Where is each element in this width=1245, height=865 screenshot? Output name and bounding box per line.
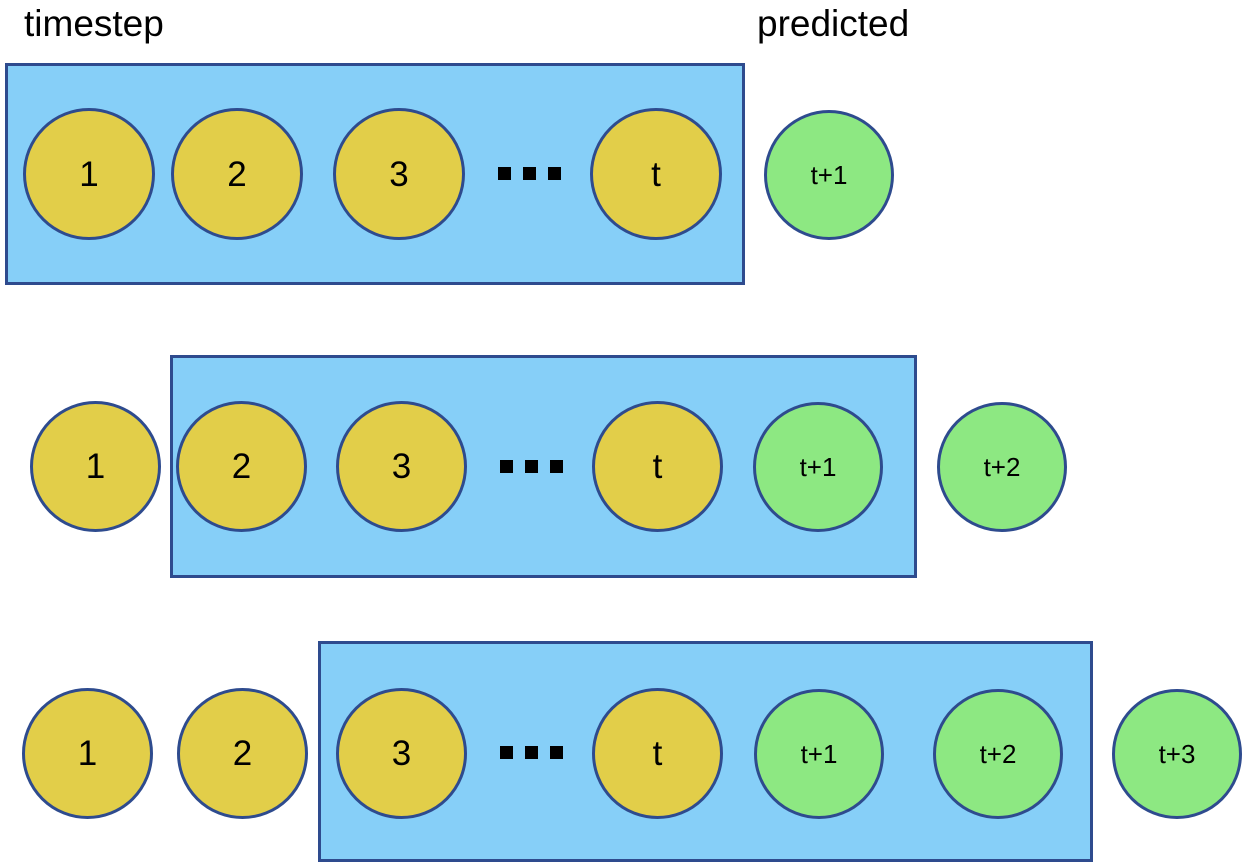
timestep-node-row2-2[interactable]: 2 [176, 401, 307, 532]
timestep-node-row2-1[interactable]: 1 [30, 401, 161, 532]
timestep-node-row1-t[interactable]: t [590, 108, 722, 240]
header-label-predicted: predicted [757, 3, 910, 44]
node-label: t [652, 447, 663, 486]
timestep-node-row3-2[interactable]: 2 [177, 688, 308, 819]
timestep-node-row2-t[interactable]: t [592, 401, 723, 532]
timestep-node-row3-1[interactable]: 1 [22, 688, 153, 819]
node-label: t+3 [1158, 739, 1196, 769]
ellipsis-dot [500, 746, 513, 759]
node-label: t+2 [979, 739, 1017, 769]
ellipsis-dot [498, 167, 511, 180]
node-label: t+1 [810, 160, 848, 190]
ellipsis-icon-row-2 [500, 460, 563, 473]
ellipsis-dot [525, 746, 538, 759]
node-label: 1 [77, 734, 98, 773]
predicted-node-row3-t3[interactable]: t+3 [1112, 689, 1242, 819]
header-label-timestep: timestep [24, 3, 164, 44]
ellipsis-dot [550, 746, 563, 759]
node-label: 2 [231, 447, 252, 486]
node-label: 1 [85, 447, 106, 486]
node-label: t+2 [983, 452, 1021, 482]
node-label: 2 [227, 154, 247, 194]
node-label: 3 [391, 447, 412, 486]
node-label: 1 [79, 154, 99, 194]
timestep-node-row1-3[interactable]: 3 [333, 108, 465, 240]
node-label: 3 [391, 734, 412, 773]
ellipsis-dot [548, 167, 561, 180]
node-label: t [652, 734, 663, 773]
predicted-node-row2-t2[interactable]: t+2 [937, 402, 1067, 532]
ellipsis-dot [550, 460, 563, 473]
predicted-node-row1-t1[interactable]: t+1 [764, 110, 894, 240]
predicted-node-row3-t2[interactable]: t+2 [933, 689, 1063, 819]
ellipsis-icon-row-1 [498, 167, 561, 180]
predicted-node-row3-t1[interactable]: t+1 [754, 689, 884, 819]
node-label: t [651, 154, 661, 194]
timestep-node-row3-3[interactable]: 3 [336, 688, 467, 819]
timestep-node-row1-1[interactable]: 1 [23, 108, 155, 240]
timestep-node-row1-2[interactable]: 2 [171, 108, 303, 240]
timestep-node-row2-3[interactable]: 3 [336, 401, 467, 532]
ellipsis-dot [525, 460, 538, 473]
node-label: t+1 [799, 452, 837, 482]
ellipsis-dot [523, 167, 536, 180]
node-label: 2 [232, 734, 253, 773]
ellipsis-icon-row-3 [500, 746, 563, 759]
node-label: 3 [389, 154, 409, 194]
timestep-node-row3-t[interactable]: t [592, 688, 723, 819]
ellipsis-dot [500, 460, 513, 473]
node-label: t+1 [800, 739, 838, 769]
predicted-node-row2-t1[interactable]: t+1 [753, 402, 883, 532]
